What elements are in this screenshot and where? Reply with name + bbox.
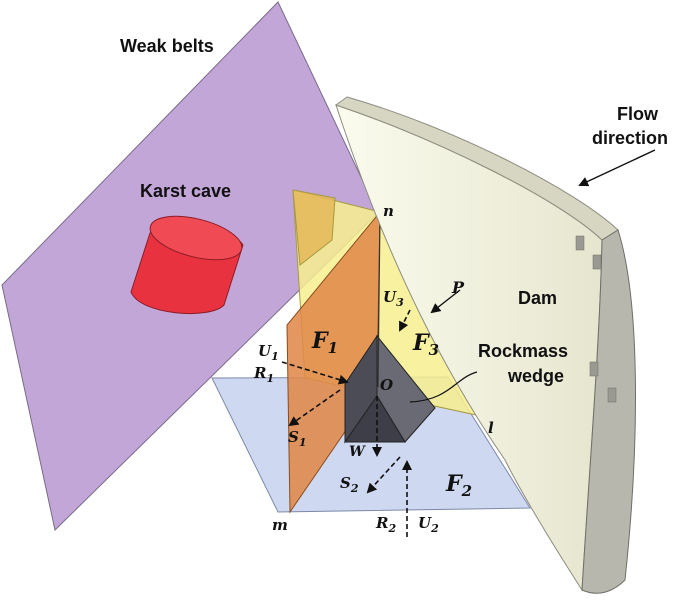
- dam: [334, 96, 636, 594]
- label-rockmass-line1: Rockmass: [478, 341, 568, 361]
- label-s1: S1: [288, 428, 307, 449]
- plane-f1: [286, 210, 381, 514]
- svg-text:F3: F3: [412, 330, 439, 359]
- u1r1-arrow: [281, 361, 349, 385]
- label-u3: U3: [383, 288, 404, 309]
- label-f1: F1: [311, 328, 338, 357]
- label-dam: Dam: [518, 288, 557, 308]
- label-r1: R1: [253, 364, 274, 385]
- label-p: P: [451, 278, 465, 297]
- s1-arrow: [288, 389, 341, 427]
- flow-direction-arrow: [578, 149, 656, 187]
- u3-arrow: [399, 309, 411, 332]
- label-rockmass-line2: wedge: [507, 366, 564, 386]
- label-l: l: [488, 419, 494, 437]
- label-n: n: [383, 202, 394, 220]
- label-r2: R2: [375, 514, 396, 535]
- label-f2: F2: [445, 471, 472, 500]
- label-f3: F3: [412, 330, 439, 359]
- label-weak-belts: Weak belts: [120, 36, 214, 56]
- label-karst-cave: Karst cave: [140, 181, 231, 201]
- label-u2: U2: [418, 514, 439, 535]
- p-arrow: [430, 289, 461, 314]
- label-u1: U1: [258, 342, 279, 363]
- plane-f3-upper: [292, 189, 336, 266]
- karst-cave-cylinder: [130, 215, 244, 315]
- svg-text:F1: F1: [311, 328, 338, 357]
- label-m: m: [272, 516, 288, 534]
- label-w: W: [349, 444, 366, 460]
- svg-text:F2: F2: [445, 471, 472, 500]
- label-o: O: [380, 376, 393, 394]
- rockmass-leader-line: [409, 371, 478, 403]
- label-flow-line1: Flow: [617, 104, 659, 124]
- label-s2: S2: [340, 474, 359, 495]
- label-flow-line2: direction: [592, 128, 668, 148]
- intersection-line-nm: [377, 211, 381, 388]
- rockmass-wedge: [344, 334, 436, 444]
